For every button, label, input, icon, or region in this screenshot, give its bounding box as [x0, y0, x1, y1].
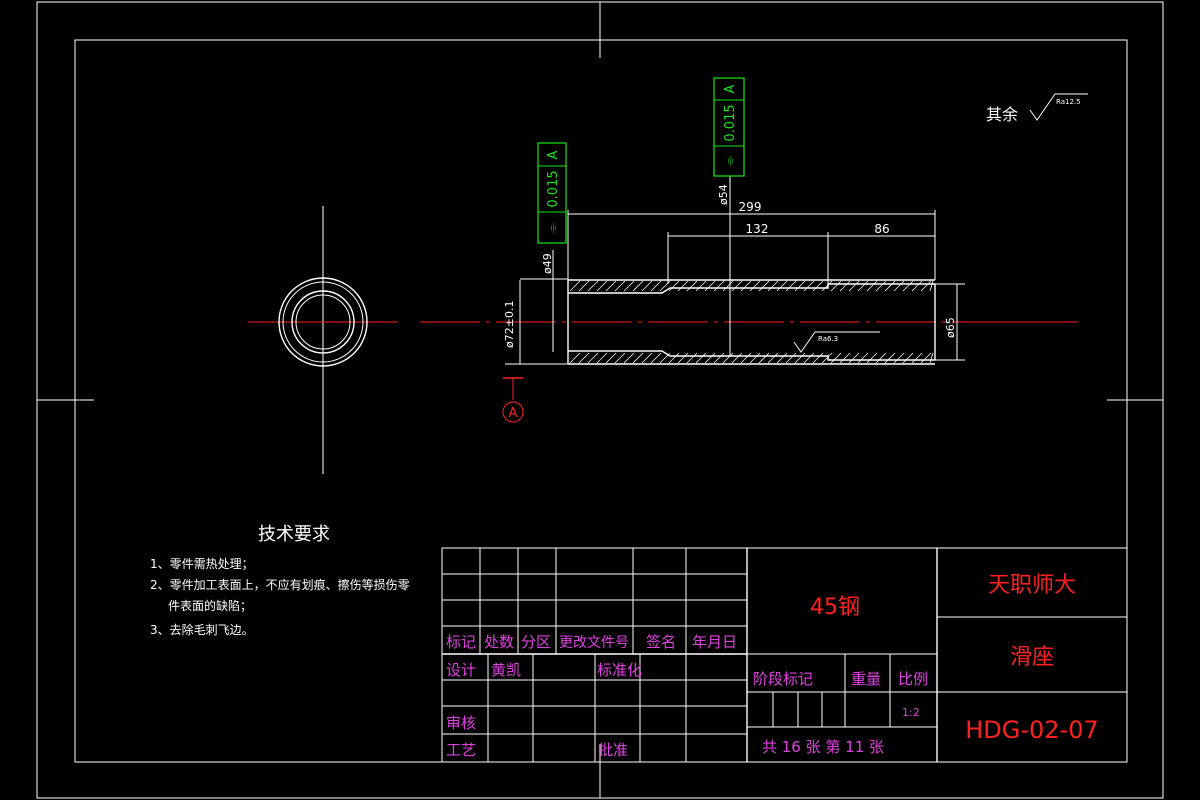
dim-132: 132 — [746, 222, 769, 236]
drawing-number: HDG-02-07 — [965, 716, 1099, 744]
school-name: 天职师大 — [988, 573, 1076, 598]
tolerance-datum-right: A — [723, 84, 738, 93]
designer-name: 黄凯 — [491, 661, 521, 679]
roughness-rest: 其余 Ra12.5 — [986, 93, 1088, 124]
hdr-count: 处数 — [484, 633, 514, 651]
tech-item-4: 3、去除毛刺飞边。 — [150, 622, 254, 637]
surface-roughness: Ra6.3 — [818, 335, 838, 343]
part-name: 滑座 — [1010, 645, 1054, 670]
scale-label: 比例 — [898, 670, 928, 688]
tolerance-symbol-right: ⌯ — [723, 155, 738, 166]
stage-label: 阶段标记 — [753, 670, 813, 688]
hdr-mark: 标记 — [446, 633, 476, 651]
dim-d72: ø72±0.1 — [503, 301, 516, 348]
dimensions: 299 132 86 ø49 ø72±0.1 ø54 ø65 — [503, 176, 1078, 365]
scale-value: 1:2 — [902, 706, 920, 719]
tech-title: 技术要求 — [258, 524, 330, 545]
material: 45钢 — [810, 595, 860, 620]
weight-label: 重量 — [851, 670, 881, 688]
hdr-sign: 签名 — [646, 633, 676, 651]
review-label: 审核 — [446, 714, 476, 732]
hdr-change-doc: 更改文件号 — [559, 635, 629, 651]
dim-d54: ø54 — [717, 184, 730, 205]
tolerance-datum-left: A — [546, 150, 561, 159]
dim-86: 86 — [874, 222, 889, 236]
tolerance-frame-right: ⌯ 0.015 A — [713, 77, 745, 177]
approve-label: 批准 — [598, 741, 628, 759]
tech-item-2: 2、零件加工表面上，不应有划痕、擦伤等损伤零 — [150, 577, 410, 592]
roughness-rest-value: Ra12.5 — [1056, 98, 1081, 106]
dim-299: 299 — [739, 200, 762, 214]
hdr-date: 年月日 — [692, 633, 737, 651]
tech-requirements: 技术要求 1、零件需热处理； 2、零件加工表面上，不应有划痕、擦伤等损伤零 件表… — [150, 524, 410, 637]
dim-d49: ø49 — [541, 253, 554, 274]
datum-marker: A — [502, 377, 524, 423]
process-label: 工艺 — [446, 741, 476, 759]
tolerance-value-left: 0.015 — [546, 170, 561, 207]
hdr-zone: 分区 — [521, 633, 551, 651]
datum-label: A — [509, 406, 518, 421]
design-label: 设计 — [446, 661, 476, 679]
standard-label: 标准化 — [597, 661, 642, 679]
title-block: 标记 处数 分区 更改文件号 签名 年月日 设计 黄凯 标准化 审核 工艺 批准… — [441, 547, 1128, 763]
dim-d65: ø65 — [944, 317, 957, 338]
tech-item-3: 件表面的缺陷； — [168, 598, 252, 613]
tolerance-frame-left: ⌯ 0.015 A — [537, 142, 567, 244]
roughness-rest-label: 其余 — [986, 105, 1018, 124]
sheet-count: 共 16 张 第 11 张 — [762, 738, 884, 756]
centering-marks — [37, 2, 1163, 798]
tolerance-value-right: 0.015 — [723, 104, 738, 141]
tolerance-symbol-left: ⌯ — [546, 222, 561, 233]
end-view — [248, 206, 398, 474]
tech-item-1: 1、零件需热处理； — [150, 557, 254, 571]
